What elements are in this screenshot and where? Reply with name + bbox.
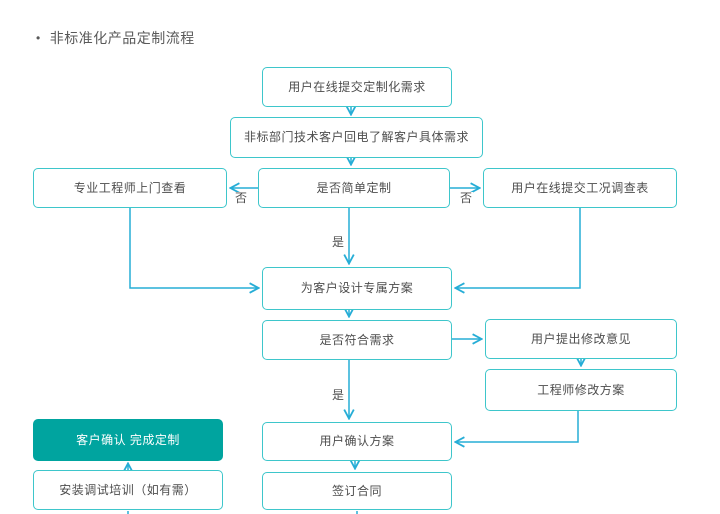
page-title-text: 非标准化产品定制流程	[49, 30, 195, 46]
flow-node-design-plan: 为客户设计专属方案	[262, 267, 452, 310]
edge-label-no-right: 否	[459, 191, 474, 205]
flow-node-sign-contract: 签订合同	[262, 472, 452, 510]
connector-visit-to-design	[129, 208, 258, 288]
title-bullet: •	[36, 31, 41, 45]
edge-label-no-left: 否	[234, 191, 249, 205]
flow-node-revise-plan: 工程师修改方案	[485, 369, 677, 411]
edge-label-yes-1: 是	[331, 235, 346, 249]
flow-node-engineer-visit: 专业工程师上门查看	[33, 168, 227, 208]
connector-survey-to-design	[456, 208, 581, 288]
flow-node-install-training: 安装调试培训（如有需）	[33, 470, 223, 510]
flow-node-submit-request: 用户在线提交定制化需求	[262, 67, 452, 107]
flow-node-complete: 客户确认 完成定制	[33, 419, 223, 461]
connector-revise-to-confirm	[456, 411, 579, 442]
flow-node-feedback: 用户提出修改意见	[485, 319, 677, 359]
flow-node-survey-form: 用户在线提交工况调查表	[483, 168, 677, 208]
flow-node-simple-custom: 是否简单定制	[258, 168, 450, 208]
edge-label-yes-2: 是	[331, 388, 346, 402]
flow-node-confirm-plan: 用户确认方案	[262, 422, 452, 461]
page-title: • 非标准化产品定制流程	[36, 28, 195, 48]
flow-node-callback: 非标部门技术客户回电了解客户具体需求	[230, 117, 483, 158]
flow-node-meets-needs: 是否符合需求	[262, 320, 452, 360]
